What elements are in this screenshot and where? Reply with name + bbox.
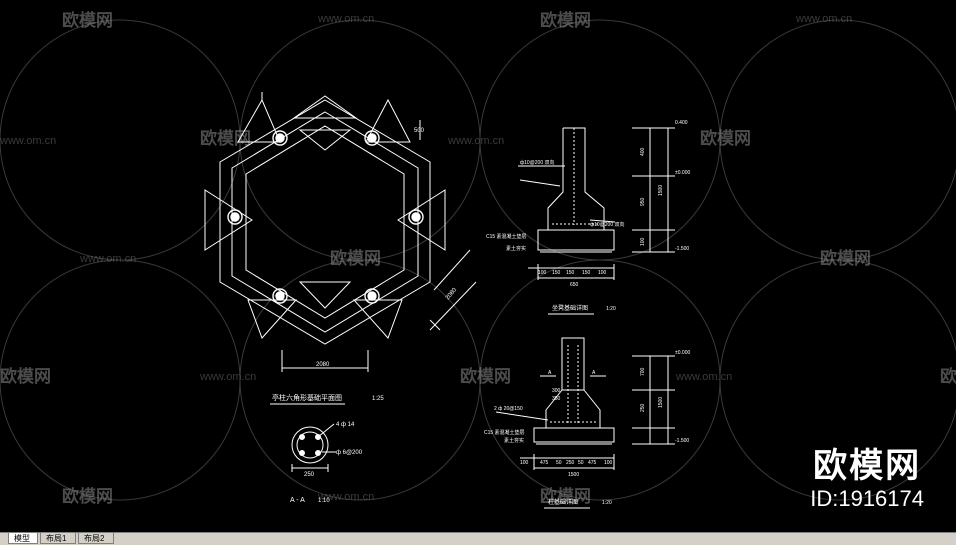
- plan-dim-top: 500: [414, 128, 425, 134]
- cad-drawing: 欧模网 www.om.cn 欧模网 www.om.cn www.om.cn 欧模…: [0, 10, 956, 509]
- col-scale: 1:20: [602, 500, 612, 506]
- col-elev-top: ±0.000: [675, 350, 690, 356]
- watermark-logo: 欧模网: [62, 486, 113, 506]
- wall-section: [518, 127, 675, 280]
- wall-total-width: 650: [570, 282, 579, 288]
- col-dim-350: 350: [552, 396, 561, 402]
- wall-bottom-dim-2: 150: [552, 270, 561, 276]
- plan-dim-bottom: 2080: [316, 362, 330, 368]
- brand-watermark: 欧模网 ID:1916174: [810, 446, 924, 512]
- col-callout: 2 ф 20@150: [494, 406, 523, 412]
- watermark-url: www.om.cn: [0, 135, 56, 147]
- col-bottom-dim-2: 475: [540, 460, 549, 466]
- wall-section-labels: ф10@200 双向 ф10@200 双向 C15 素混凝土垫层 素土夯实 0.…: [486, 120, 690, 312]
- watermark-url: www.om.cn: [317, 491, 374, 503]
- watermark-logo: 欧模网: [540, 486, 591, 506]
- drawing-canvas[interactable]: 欧模网 www.om.cn 欧模网 www.om.cn www.om.cn 欧模…: [0, 0, 956, 532]
- section-aa-labels: 4 ф 14 ф 6@200 250 A - A 1:10: [290, 422, 363, 504]
- watermark-logo: 欧模网: [700, 128, 751, 148]
- aa-stirrup: ф 6@200: [336, 450, 363, 456]
- wall-bottom-dim-4: 150: [582, 270, 591, 276]
- watermark-logo: 欧模网: [200, 128, 251, 148]
- wall-bottom-dim-5: 100: [598, 270, 607, 276]
- col-bottom-dim-3: 50: [556, 460, 562, 466]
- hexagon-plan: [204, 92, 477, 372]
- watermark-url: www.om.cn: [447, 135, 504, 147]
- wall-bottom-dim-1: 100: [538, 270, 547, 276]
- aa-size: 250: [304, 472, 315, 478]
- watermark-url: www.om.cn: [675, 371, 732, 383]
- watermark-logo: 欧模网: [62, 10, 113, 30]
- wall-elev-bottom: -1.500: [675, 246, 689, 252]
- col-dim-300: 300: [552, 388, 561, 394]
- col-soil: 素土夯实: [504, 437, 524, 444]
- wall-callout-mid: ф10@200 双向: [590, 221, 624, 228]
- col-elev-bottom: -1.500: [675, 438, 689, 444]
- watermark-url: www.om.cn: [795, 13, 852, 25]
- layout-tab-bar: 模型 布局1 布局2: [0, 532, 956, 545]
- wall-dim-1500: 1500: [658, 185, 664, 196]
- tab-layout1[interactable]: 布局1: [40, 533, 76, 544]
- col-label-a1: A: [548, 370, 552, 376]
- col-bottom-dim-7: 100: [604, 460, 613, 466]
- watermark-logo: 欧模网: [460, 366, 511, 386]
- brand-id: ID:1916174: [810, 486, 924, 511]
- col-bottom-dim-6: 475: [588, 460, 597, 466]
- col-total-width: 1500: [568, 472, 579, 478]
- aa-rebar-main: 4 ф 14: [336, 422, 355, 428]
- watermark-logo: 欧模网: [330, 248, 381, 268]
- col-c15: C15 素混凝土垫层: [484, 429, 525, 436]
- watermark-circles: [0, 19, 956, 501]
- watermark-url: www.om.cn: [317, 13, 374, 25]
- wall-bottom-dim-3: 150: [566, 270, 575, 276]
- watermark-url: www.om.cn: [79, 253, 136, 265]
- wall-soil: 素土夯实: [506, 245, 526, 252]
- watermark-logo: 欧模网: [940, 366, 956, 386]
- col-label-a2: A: [592, 370, 596, 376]
- aa-title: A - A: [290, 497, 305, 504]
- watermark-logo: 欧模网: [540, 10, 591, 30]
- tab-model[interactable]: 模型: [8, 533, 38, 544]
- col-dim-1500: 1500: [658, 397, 664, 408]
- wall-title: 坐凳基础详图: [552, 304, 588, 312]
- col-dim-250: 250: [640, 403, 646, 412]
- col-bottom-dim-5: 50: [578, 460, 584, 466]
- plan-title: 亭柱六角形基础平面图: [272, 393, 342, 402]
- plan-scale: 1:25: [372, 396, 384, 402]
- wall-dim-400: 400: [640, 147, 646, 156]
- plan-dim-side: 2080: [445, 287, 459, 302]
- col-bottom-dim-1: 100: [520, 460, 529, 466]
- wall-dim-100: 100: [640, 237, 646, 246]
- tab-layout2[interactable]: 布局2: [78, 533, 114, 544]
- col-dim-700: 700: [640, 367, 646, 376]
- wall-dim-950: 950: [640, 197, 646, 206]
- aa-scale: 1:10: [318, 498, 330, 504]
- column-section: [495, 337, 675, 470]
- watermark-texts: 欧模网 www.om.cn 欧模网 www.om.cn www.om.cn 欧模…: [0, 10, 956, 506]
- wall-scale: 1:20: [606, 306, 616, 312]
- column-section-labels: A A 300 350 2 ф 20@150 C15 素混凝土垫层 素土夯实 ±…: [484, 350, 690, 506]
- plan-columns: [227, 130, 424, 304]
- wall-elev-mid: ±0.000: [675, 170, 690, 176]
- watermark-url: www.om.cn: [199, 371, 256, 383]
- col-bottom-dim-4: 250: [566, 460, 575, 466]
- wall-c15: C15 素混凝土垫层: [486, 233, 527, 240]
- col-title: 柱基础详图: [548, 498, 578, 506]
- watermark-logo: 欧模网: [0, 366, 51, 386]
- watermark-logo: 欧模网: [820, 248, 871, 268]
- wall-callout-top: ф10@200 双向: [520, 159, 554, 166]
- section-aa: [291, 423, 336, 472]
- wall-elev-top: 0.400: [675, 120, 688, 126]
- brand-name: 欧模网: [813, 447, 922, 485]
